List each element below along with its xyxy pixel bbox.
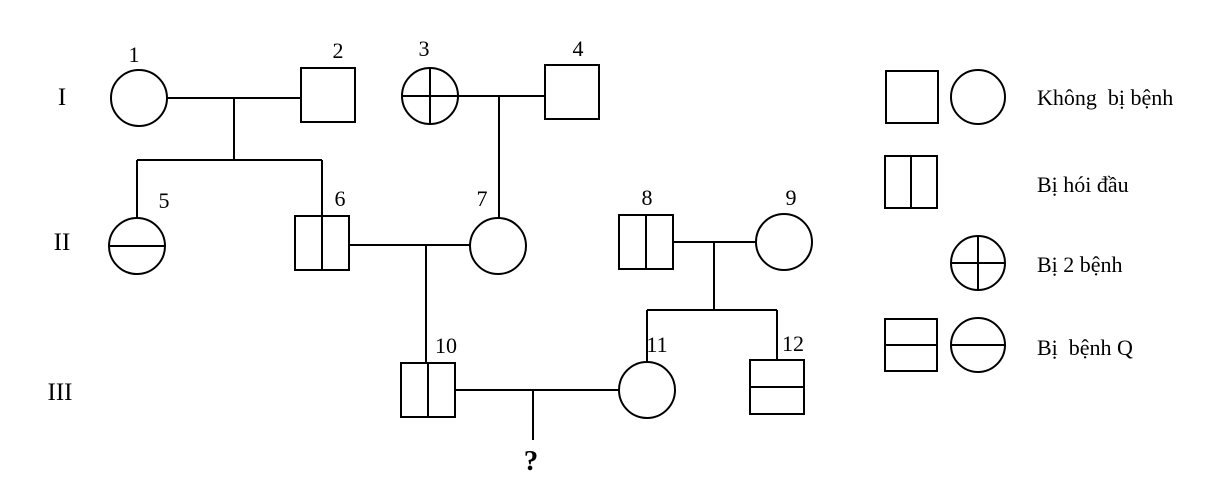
generation-label: III [48,379,73,406]
individual-number: 4 [573,36,584,61]
individual-9: 9 [755,185,813,271]
individual-number: 3 [419,36,430,61]
individual-number: 12 [782,331,804,356]
question-mark: ? [524,445,539,477]
connection-lines [136,95,778,440]
male-square-symbol [885,70,939,124]
female-circle-symbol [950,69,1006,125]
individual-number: 9 [786,185,797,210]
female-circle-symbol [755,213,813,271]
legend-item-1: Bị hói đầu [884,155,1129,209]
legend-item-0: Không bị bệnh [885,69,1173,125]
individual-3: 3 [401,36,459,125]
individual-number: 8 [642,185,653,210]
individual-11: 11 [618,332,676,419]
legend-label: Bị bệnh Q [1037,335,1133,360]
individual-6: 6 [294,186,350,271]
individual-number: 1 [129,42,140,67]
individual-4: 4 [544,36,600,120]
individual-number: 6 [335,186,346,211]
female-circle-symbol [469,217,527,275]
individual-7: 7 [469,186,527,275]
individual-8: 8 [618,185,674,270]
individual-5: 5 [108,188,170,275]
female-circle-symbol [618,361,676,419]
legend-item-2: Bị 2 bệnh [950,235,1123,291]
legend-label: Bị hói đầu [1037,172,1129,197]
individual-number: 11 [646,332,667,357]
individual-1: 1 [110,42,168,127]
legend-label: Không bị bệnh [1037,85,1173,110]
generation-label: I [58,84,66,111]
generation-label: II [54,229,71,256]
individual-number: 7 [477,186,488,211]
female-circle-symbol [110,69,168,127]
individual-12: 12 [749,331,805,415]
individual-number: 10 [435,333,457,358]
individual-number: 5 [159,188,170,213]
individual-2: 2 [300,38,356,123]
legend-label: Bị 2 bệnh [1037,252,1123,277]
legend-item-3: Bị bệnh Q [884,317,1133,373]
individual-10: 10 [400,333,457,418]
individual-number: 2 [333,38,344,63]
male-square-symbol [300,67,356,123]
legend: Không bị bệnh Bị hói đầu Bị 2 bệnh Bị bệnh … [884,69,1173,373]
male-square-symbol [544,64,600,120]
